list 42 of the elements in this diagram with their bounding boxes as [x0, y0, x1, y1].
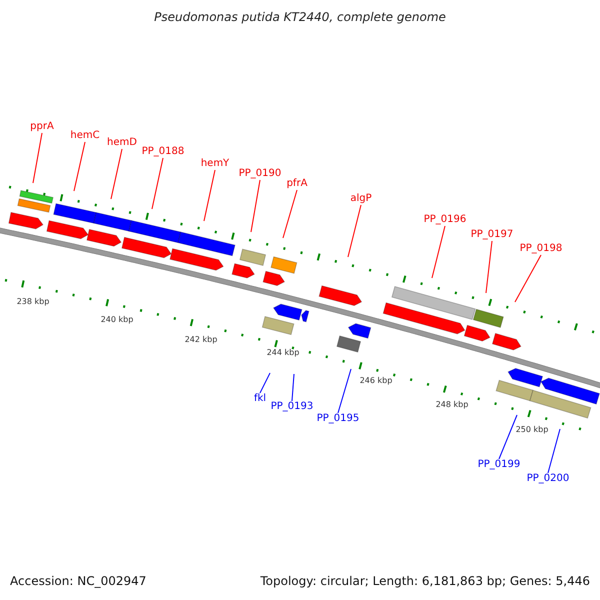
- gene-label: PP_0198: [520, 243, 562, 255]
- leader-line: [348, 204, 362, 258]
- gene-label: PP_0196: [424, 214, 466, 226]
- leader-line: [498, 414, 518, 460]
- gene-label: hemY: [200, 158, 230, 170]
- leader-line: [338, 368, 352, 414]
- leader-line: [282, 190, 298, 238]
- gene-label: algP: [350, 193, 372, 205]
- title: Pseudomonas putida KT2440, complete genome: [153, 10, 447, 24]
- leader-line: [260, 372, 270, 394]
- leader-line: [432, 226, 446, 278]
- position-label: 248 kbp: [436, 400, 468, 410]
- position-label: 238 kbp: [16, 297, 50, 307]
- gene-label: pfrA: [286, 178, 308, 190]
- gene-label: pprA: [30, 121, 54, 133]
- leader-line: [514, 254, 542, 302]
- position-label: 244 kbp: [266, 348, 300, 358]
- gene-label: PP_0197: [470, 229, 514, 241]
- gene-label: PP_0188: [142, 146, 184, 158]
- gene-label: hemD: [107, 137, 137, 149]
- position-label: 250 kbp: [516, 425, 548, 435]
- leader-line: [548, 428, 560, 474]
- leader-line: [32, 132, 42, 184]
- leader-line: [250, 180, 260, 232]
- gene-label: PP_0193: [270, 401, 314, 413]
- gene-label: fkl: [254, 393, 266, 405]
- position-label: 242 kbp: [184, 335, 218, 345]
- leader-line: [204, 170, 216, 222]
- leader-line: [292, 374, 294, 402]
- gene-label: PP_0190: [238, 168, 282, 180]
- gene-label: PP_0200: [526, 473, 570, 485]
- gene-label: PP_0199: [478, 459, 520, 471]
- accession-text: Accession: NC_002947: [10, 574, 146, 588]
- position-label: 246 kbp: [360, 376, 392, 386]
- genome-stats-text: Topology: circular; Length: 6,181,863 bp; Genes: 5,446: [260, 574, 590, 588]
- leader-line: [152, 158, 164, 210]
- gene-label: hemC: [70, 130, 100, 142]
- position-label: 240 kbp: [100, 315, 134, 325]
- leader-line: [74, 142, 86, 192]
- leader-line: [110, 148, 122, 200]
- leader-line: [486, 240, 492, 294]
- gene-label: PP_0195: [316, 413, 360, 425]
